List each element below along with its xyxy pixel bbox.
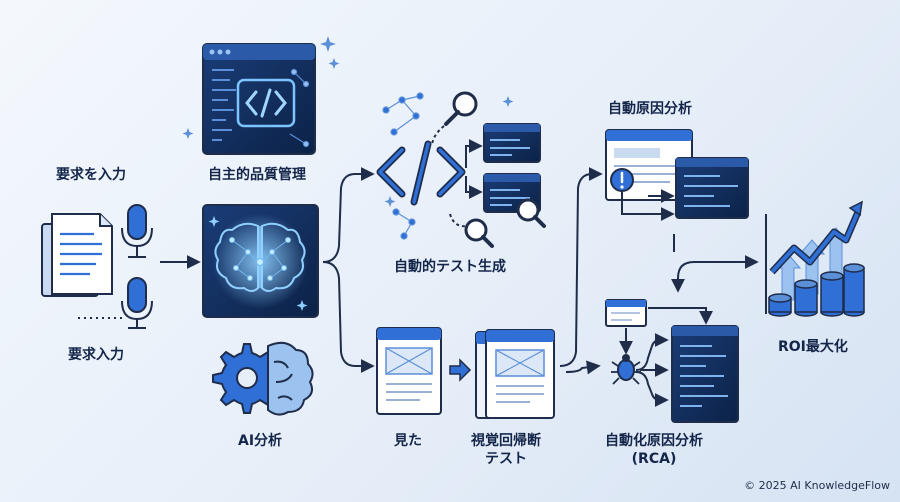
- microphone-icon: [121, 204, 153, 258]
- label-visual-regression-line2: テスト: [485, 451, 527, 467]
- label-visual-regression: 視覚回帰断 テスト: [471, 432, 541, 468]
- bug-icon: [611, 354, 641, 385]
- analysis-code-window: [675, 157, 749, 219]
- rca-code-window: [671, 325, 739, 423]
- flow-arrow: [465, 139, 483, 168]
- label-auto-rca: 自動化原因分析 (RCA): [605, 432, 703, 468]
- magnifier-icon: [444, 91, 478, 126]
- alert-icon: [610, 168, 634, 192]
- code-window-icon: [202, 43, 316, 155]
- growth-chart-icon: [765, 200, 865, 317]
- browser-screen-stack: [475, 329, 555, 419]
- label-auto-root-cause: 自動原因分析: [608, 101, 692, 117]
- dotted-connector: [431, 125, 445, 145]
- browser-screen: [376, 327, 442, 415]
- network-nodes: [382, 92, 424, 240]
- label-visual-regression-line1: 視覚回帰断: [471, 433, 541, 449]
- magnifier-icon: [516, 198, 546, 228]
- flow-arrow: [648, 307, 713, 325]
- label-roi-max: ROI最大化: [778, 339, 848, 355]
- microphone-icon: [121, 277, 153, 329]
- flow-arrow: [635, 371, 669, 407]
- flow-arrow: [322, 261, 375, 373]
- flow-arrow: [565, 360, 601, 375]
- label-requirement-input: 要求を入力: [56, 167, 126, 183]
- label-seen: 見た: [394, 433, 422, 449]
- sparkle-icon: [502, 96, 514, 107]
- dotted-connector: [449, 213, 469, 228]
- flow-arrow: [322, 167, 375, 263]
- compare-arrow: [449, 358, 472, 382]
- sparkle-icon: [328, 58, 340, 69]
- label-auto-rca-line1: 自動化原因分析: [605, 433, 703, 449]
- label-auto-rca-line2: (RCA): [631, 451, 677, 467]
- flow-arrow: [559, 167, 603, 367]
- label-auto-test-generation: 自動的テスト生成: [394, 259, 506, 275]
- test-code-window: [483, 123, 541, 163]
- copyright-text: © 2025 AI KnowledgeFlow: [744, 479, 890, 492]
- sparkle-icon: [320, 36, 336, 52]
- flow-arrow: [671, 261, 695, 293]
- sparkle-icon: [182, 128, 194, 139]
- code-brackets-icon: [376, 140, 466, 206]
- label-autonomous-quality: 自主的品質管理: [208, 167, 306, 183]
- gear-brain-icon: [212, 341, 314, 416]
- flow-arrow: [621, 192, 675, 221]
- flow-arrow: [465, 176, 483, 199]
- sparkle-icon: [384, 196, 396, 207]
- ai-brain-icon: [202, 204, 319, 318]
- rca-mini-window: [605, 299, 647, 327]
- flow-arrow: [635, 333, 669, 371]
- label-ai-analysis: AI分析: [238, 433, 283, 449]
- magnifier-icon: [464, 218, 494, 248]
- document-icon: [41, 213, 113, 297]
- label-voice-input: 要求入力: [68, 347, 124, 363]
